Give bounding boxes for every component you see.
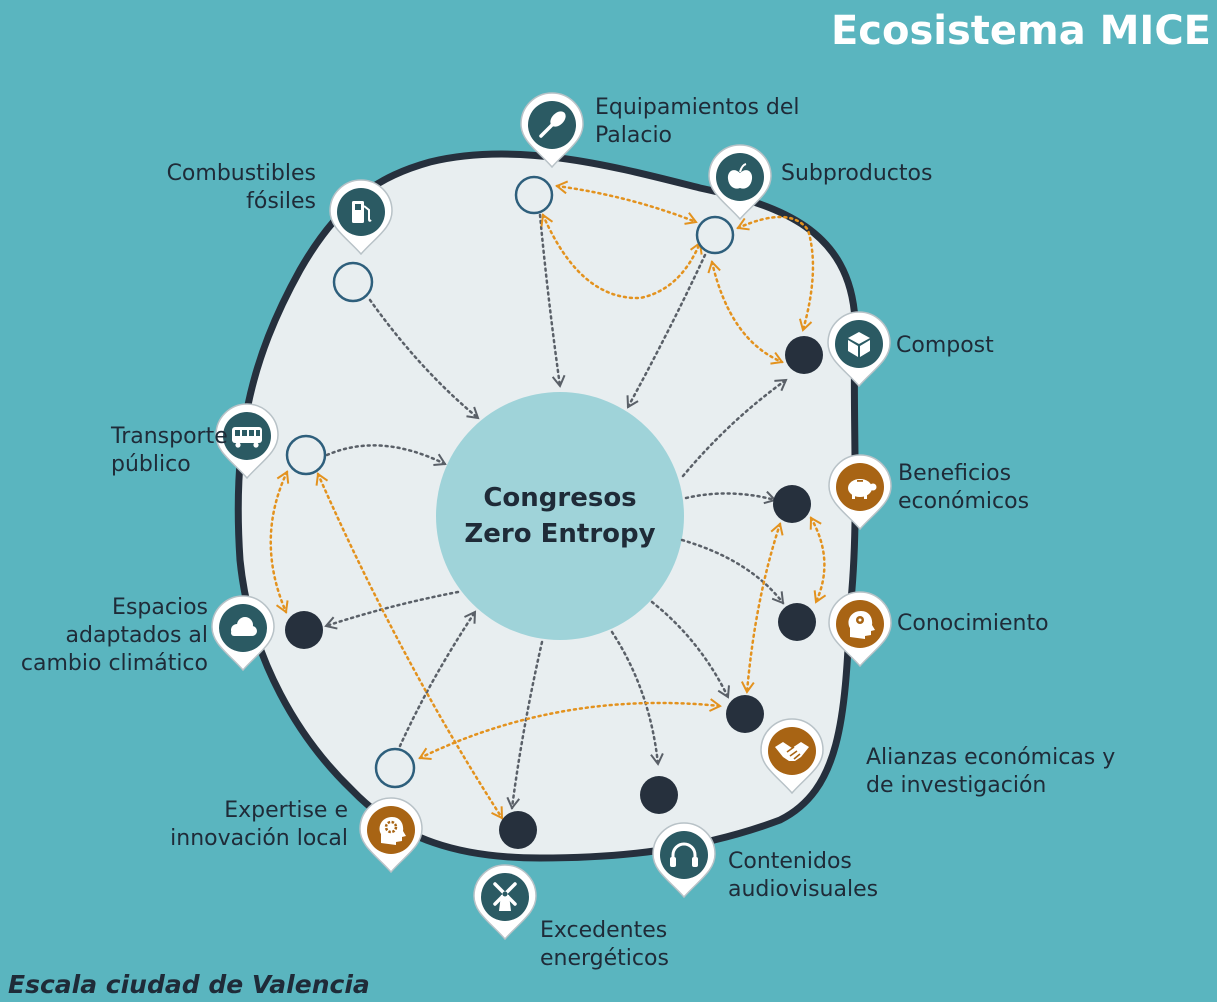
label-beneficios-line2: económicos <box>898 489 1030 514</box>
link-transporte-center <box>325 444 447 466</box>
link-transporte-espacios <box>269 470 290 614</box>
link-transporte-excedentes <box>315 472 504 820</box>
label-equipamientos: Equipamientos del Palacio <box>595 94 800 150</box>
link-subproductos-compost-lower <box>707 260 784 365</box>
node-beneficios <box>773 485 811 523</box>
center-label-line1: Congresos <box>483 483 637 513</box>
head-gear-icon <box>379 817 406 845</box>
box-icon <box>848 332 870 357</box>
link-center-alianzas <box>650 600 730 699</box>
node-subproductos <box>695 215 735 255</box>
node-contenidos <box>640 776 678 814</box>
center-label-line2: Zero Entropy <box>464 519 656 549</box>
brain-gears-icon <box>848 611 875 639</box>
label-conocimiento: Conocimiento <box>897 610 1049 638</box>
pin-combustibles <box>329 179 393 256</box>
label-espacios-line3: cambio climático <box>20 651 208 676</box>
node-alianzas <box>726 695 764 733</box>
node-expertise <box>374 747 416 789</box>
label-contenidos: Contenidos audiovisuales <box>728 848 878 904</box>
fuel-pump-icon <box>352 201 372 223</box>
link-beneficios-alianzas <box>740 522 784 694</box>
node-equipamientos <box>514 175 554 215</box>
piggy-bank-icon <box>848 479 877 499</box>
pin-compost <box>827 311 891 388</box>
label-subproductos-line1: Subproductos <box>781 161 933 186</box>
pin-subproductos <box>708 144 772 221</box>
pin-equipamientos <box>520 92 584 169</box>
label-espacios-line1: Espacios <box>112 595 208 620</box>
label-alianzas: Alianzas económicas y de investigación <box>866 744 1115 800</box>
node-combustibles <box>332 261 374 303</box>
link-center-beneficios <box>684 490 777 505</box>
label-expertise-line2: innovación local <box>170 826 348 851</box>
label-alianzas-line1: Alianzas económicas y <box>866 745 1116 770</box>
label-excedentes-line2: energéticos <box>540 946 669 971</box>
center-label: Congresos Zero Entropy <box>437 480 683 552</box>
label-expertise: Expertise e innovación local <box>140 797 348 853</box>
link-subproductos-center <box>626 253 707 409</box>
label-conocimiento-line1: Conocimiento <box>897 611 1049 636</box>
node-transporte <box>285 434 327 476</box>
label-equipamientos-line2: Palacio <box>595 123 673 148</box>
cloud-icon <box>231 617 257 636</box>
headphones-icon <box>670 842 698 867</box>
pin-conocimiento <box>828 591 892 668</box>
windmill-icon <box>493 882 517 911</box>
label-subproductos: Subproductos <box>781 160 932 188</box>
pin-alianzas <box>760 718 824 795</box>
page-title: Ecosistema MICE <box>830 8 1211 54</box>
link-beneficios-conocimiento <box>809 516 827 604</box>
label-espacios-line2: adaptados al <box>65 623 208 648</box>
pin-expertise <box>359 797 423 874</box>
label-transporte-line1: Transporte <box>111 424 228 449</box>
label-excedentes: Excedentes energéticos <box>540 917 669 973</box>
pin-contenidos <box>652 822 716 899</box>
node-compost <box>785 336 823 374</box>
handshake-icon <box>775 742 809 761</box>
link-center-compost <box>681 378 788 478</box>
pin-excedentes <box>473 864 537 941</box>
link-expertise-alianzas <box>418 698 722 761</box>
spoon-icon <box>539 111 566 138</box>
apple-icon <box>727 163 753 189</box>
label-compost: Compost <box>896 332 994 360</box>
label-transporte: Transporte público <box>111 423 228 479</box>
bus-icon <box>232 427 262 448</box>
node-excedentes <box>499 811 537 849</box>
link-equipamientos-subproductos-lower <box>540 213 703 300</box>
label-combustibles-line2: fósiles <box>246 189 316 214</box>
label-equipamientos-line1: Equipamientos del <box>595 95 800 120</box>
page-subtitle: Escala ciudad de Valencia <box>8 970 370 999</box>
label-transporte-line2: público <box>111 452 191 477</box>
label-espacios: Espacios adaptados al cambio climático <box>8 594 208 678</box>
label-contenidos-line2: audiovisuales <box>728 877 879 902</box>
pin-espacios <box>211 595 275 672</box>
node-conocimiento <box>778 603 816 641</box>
node-espacios <box>285 611 323 649</box>
label-beneficios: Beneficios económicos <box>898 460 1029 516</box>
label-combustibles: Combustibles fósiles <box>136 160 316 216</box>
link-combustibles-center <box>368 298 480 420</box>
pin-beneficios <box>828 454 892 531</box>
label-compost-line1: Compost <box>896 333 994 358</box>
label-beneficios-line1: Beneficios <box>898 461 1012 486</box>
link-subproductos-compost <box>736 215 815 332</box>
label-contenidos-line1: Contenidos <box>728 849 852 874</box>
label-alianzas-line2: de investigación <box>866 773 1047 798</box>
pin-transporte <box>215 403 279 480</box>
label-excedentes-line1: Excedentes <box>540 918 668 943</box>
label-combustibles-line1: Combustibles <box>166 161 316 186</box>
label-expertise-line1: Expertise e <box>224 798 348 823</box>
